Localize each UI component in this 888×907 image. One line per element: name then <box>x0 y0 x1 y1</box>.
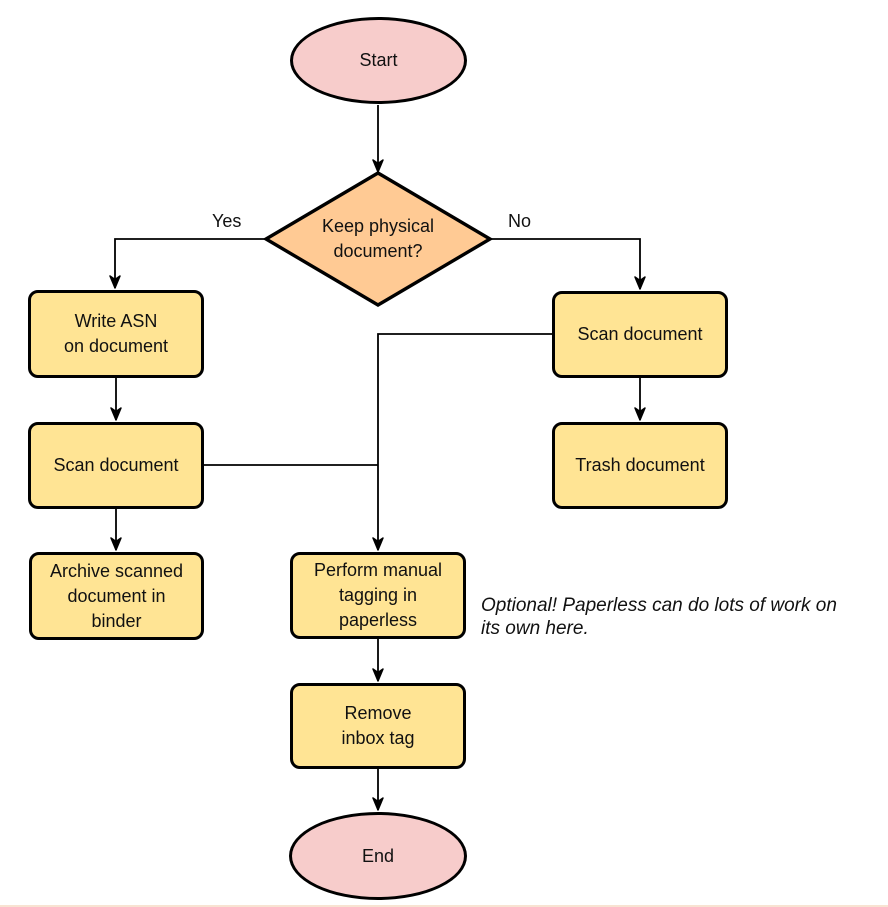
node-decision-label: Keep physical document? <box>321 216 435 261</box>
edge-label-yes: Yes <box>212 211 242 231</box>
canvas-bottom-edge <box>0 905 888 907</box>
optional-paperless-note: Optional! Paperless can do lots of work … <box>481 595 837 639</box>
node-scan-document-left: Scan document <box>28 422 204 509</box>
node-trash-document: Trash document <box>552 422 728 509</box>
node-scan-document-right: Scan document <box>552 291 728 378</box>
node-perform-manual-tagging: Perform manual tagging in paperless <box>290 552 466 639</box>
node-end-terminal: End <box>289 812 467 900</box>
edge-scan-right-to-tagging <box>372 333 552 551</box>
node-start-terminal: Start <box>290 17 467 104</box>
decision-diamond-shape <box>262 171 494 307</box>
edge-decision-yes-to-write-asn <box>109 238 266 289</box>
edge-decision-no-to-scan-right <box>490 238 646 290</box>
node-remove-inbox-tag: Remove inbox tag <box>290 683 466 769</box>
node-write-asn-on-document: Write ASN on document <box>28 290 204 378</box>
edge-label-no: No <box>508 211 532 231</box>
node-archive-scanned-document: Archive scanned document in binder <box>29 552 204 640</box>
